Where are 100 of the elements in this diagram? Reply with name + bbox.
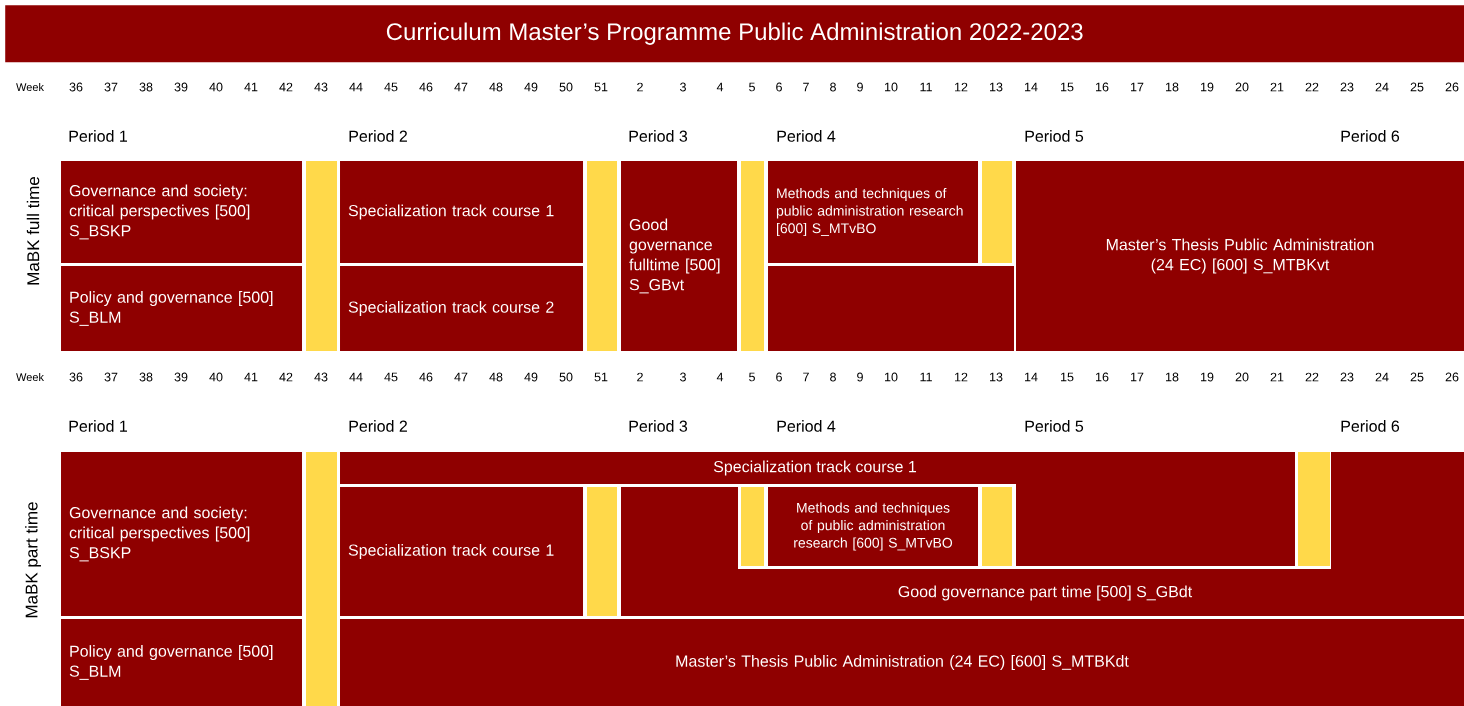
week-number: 45 bbox=[384, 82, 398, 92]
break-bar bbox=[306, 452, 337, 706]
period-label: Period 2 bbox=[349, 420, 407, 432]
week-number: 4 bbox=[716, 372, 724, 382]
week-number: 17 bbox=[1131, 82, 1144, 92]
period-label: Period 3 bbox=[629, 420, 688, 432]
week-number: 48 bbox=[489, 372, 503, 382]
week-number: 2 bbox=[637, 82, 643, 92]
week-number: 16 bbox=[1096, 82, 1109, 92]
week-number: 44 bbox=[349, 372, 363, 382]
week-number: 5 bbox=[749, 372, 755, 382]
week-number: 51 bbox=[594, 372, 608, 382]
week-number: 38 bbox=[139, 82, 153, 92]
week-number: 23 bbox=[1340, 372, 1354, 382]
week-number: 21 bbox=[1270, 372, 1284, 382]
week-number: 12 bbox=[955, 82, 968, 92]
week-number: 17 bbox=[1131, 372, 1144, 382]
week-number: 47 bbox=[454, 372, 468, 382]
period-label: Period 6 bbox=[1341, 130, 1400, 142]
break-bar bbox=[982, 487, 1012, 566]
week-number: 18 bbox=[1166, 372, 1179, 382]
week-number: 41 bbox=[244, 82, 258, 92]
week-number: 43 bbox=[314, 372, 328, 382]
week-number: 50 bbox=[559, 82, 573, 92]
break-bar bbox=[982, 161, 1012, 263]
week-number: 45 bbox=[384, 372, 398, 382]
break-bar bbox=[306, 161, 337, 351]
week-number: 48 bbox=[489, 82, 503, 92]
week-number: 13 bbox=[990, 372, 1003, 382]
period-label: Period 1 bbox=[69, 130, 127, 142]
week-number: 7 bbox=[803, 82, 809, 92]
week-number: 11 bbox=[920, 82, 932, 92]
course-box: Methods and techniques of public administration research [600] S_MTvBO bbox=[768, 487, 978, 566]
week-number: 36 bbox=[69, 372, 83, 382]
empty-box bbox=[768, 266, 1014, 351]
week-number: 39 bbox=[174, 82, 188, 92]
week-number: 47 bbox=[454, 82, 468, 92]
break-bar bbox=[587, 161, 617, 351]
week-number: 38 bbox=[139, 372, 153, 382]
week-number: 10 bbox=[885, 372, 898, 382]
period-label: Period 2 bbox=[349, 130, 407, 142]
break-bar bbox=[741, 161, 764, 351]
week-number: 50 bbox=[559, 372, 573, 382]
week-number: 9 bbox=[857, 372, 863, 382]
week-number: 8 bbox=[830, 372, 836, 382]
week-number: 37 bbox=[104, 82, 118, 92]
week-number: 37 bbox=[104, 372, 118, 382]
week-number: 44 bbox=[349, 82, 363, 92]
course-box: Governance and society: critical perspectives [500] S_BSKP bbox=[61, 452, 302, 616]
break-bar bbox=[1298, 452, 1330, 566]
week-number: 36 bbox=[69, 82, 83, 92]
week-number: 12 bbox=[955, 372, 968, 382]
week-number: 26 bbox=[1445, 372, 1459, 382]
week-number: 24 bbox=[1375, 372, 1389, 382]
course-box: Policy and governance [500] S_BLM bbox=[61, 619, 302, 706]
course-box: Master’s Thesis Public Administration (24 EC) [600] S_MTBKvt bbox=[1016, 161, 1464, 351]
break-bar bbox=[741, 487, 764, 566]
week-number: 46 bbox=[419, 372, 433, 382]
week-number: 6 bbox=[776, 372, 782, 382]
week-number: 22 bbox=[1305, 82, 1319, 92]
week-number: 40 bbox=[209, 82, 223, 92]
week-number: Week bbox=[16, 82, 44, 92]
week-number: 20 bbox=[1235, 372, 1249, 382]
period-label: Period 6 bbox=[1341, 420, 1400, 432]
week-number: 19 bbox=[1201, 372, 1214, 382]
week-number: 9 bbox=[857, 82, 863, 92]
break-bar bbox=[587, 487, 617, 616]
week-number: 46 bbox=[419, 82, 433, 92]
course-box: Policy and governance [500] S_BLM bbox=[61, 266, 302, 351]
week-number: 19 bbox=[1201, 82, 1214, 92]
week-number: Week bbox=[16, 372, 44, 382]
week-number: 7 bbox=[803, 372, 809, 382]
period-label: Period 5 bbox=[1025, 130, 1084, 142]
week-number: 15 bbox=[1061, 82, 1074, 92]
course-box: Specialization track course 1 bbox=[340, 487, 583, 616]
week-number: 10 bbox=[885, 82, 898, 92]
course-box: Methods and techniques of public administration research [600] S_MTvBO bbox=[768, 161, 978, 263]
row-label: MaBK full time bbox=[26, 176, 40, 285]
week-number: 16 bbox=[1096, 372, 1109, 382]
week-number: 4 bbox=[716, 82, 724, 92]
week-number: 21 bbox=[1270, 82, 1284, 92]
week-number: 51 bbox=[594, 82, 608, 92]
row-label: MaBK part time bbox=[25, 502, 41, 618]
week-number: 20 bbox=[1235, 82, 1249, 92]
week-number: 40 bbox=[209, 372, 223, 382]
course-box: Master’s Thesis Public Administration (24 EC) [600] S_MTBKdt bbox=[340, 619, 1464, 706]
week-number: 43 bbox=[314, 82, 328, 92]
week-number: 42 bbox=[279, 82, 293, 92]
week-number: 23 bbox=[1340, 82, 1354, 92]
week-number: 24 bbox=[1375, 82, 1389, 92]
period-label: Period 4 bbox=[777, 130, 836, 142]
course-box: Specialization track course 2 bbox=[340, 266, 583, 351]
week-number: 14 bbox=[1025, 82, 1038, 92]
period-label: Period 5 bbox=[1025, 420, 1084, 432]
week-number: 14 bbox=[1025, 372, 1038, 382]
week-number: 42 bbox=[279, 372, 293, 382]
week-number: 15 bbox=[1061, 372, 1074, 382]
course-box: Good governance fulltime [500] S_GBvt bbox=[621, 161, 737, 351]
week-number: 25 bbox=[1410, 372, 1424, 382]
week-number: 49 bbox=[524, 372, 538, 382]
